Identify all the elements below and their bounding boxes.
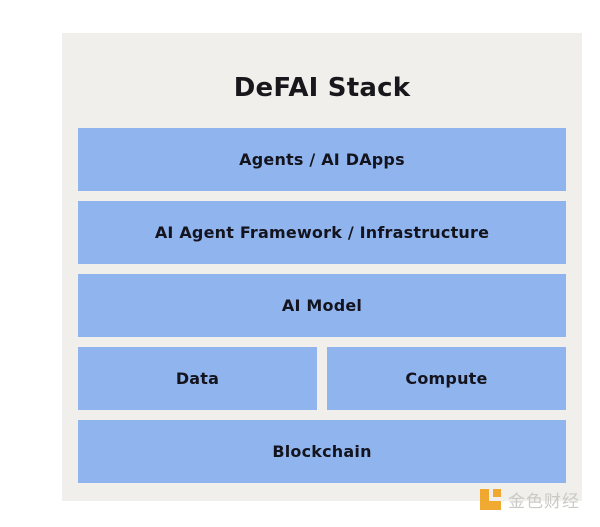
watermark-label: 金色财经 [508,492,580,512]
layer-label-data: Data [175,368,220,388]
stack-row-agents: Agents / AI DApps [78,128,566,191]
defai-stack-diagram: DeFAI Stack Agents / AI DApps AI Agent F… [62,33,582,501]
stack-row-framework: AI Agent Framework / Infrastructure [78,201,566,264]
page-title: DeFAI Stack [233,73,411,103]
layer-label-agents-ai-dapps: Agents / AI DApps [239,149,405,169]
jinse-logo-icon [480,489,501,510]
watermark: 金色财经 [480,487,580,512]
layer-box-data[interactable]: Data [78,347,317,410]
stack-layer-list: Agents / AI DApps AI Agent Framework / I… [78,128,566,483]
stack-row-data-compute: Data Compute [78,347,566,410]
layer-box-ai-agent-framework[interactable]: AI Agent Framework / Infrastructure [78,201,566,264]
layer-box-agents-ai-dapps[interactable]: Agents / AI DApps [78,128,566,191]
layer-label-compute: Compute [405,368,488,388]
layer-box-blockchain[interactable]: Blockchain [78,420,566,483]
stack-row-ai-model: AI Model [78,274,566,337]
layer-label-blockchain: Blockchain [272,441,372,461]
layer-box-ai-model[interactable]: AI Model [78,274,566,337]
stack-row-blockchain: Blockchain [78,420,566,483]
layer-label-ai-agent-framework: AI Agent Framework / Infrastructure [154,222,490,242]
layer-label-ai-model: AI Model [281,295,363,315]
layer-box-compute[interactable]: Compute [327,347,566,410]
